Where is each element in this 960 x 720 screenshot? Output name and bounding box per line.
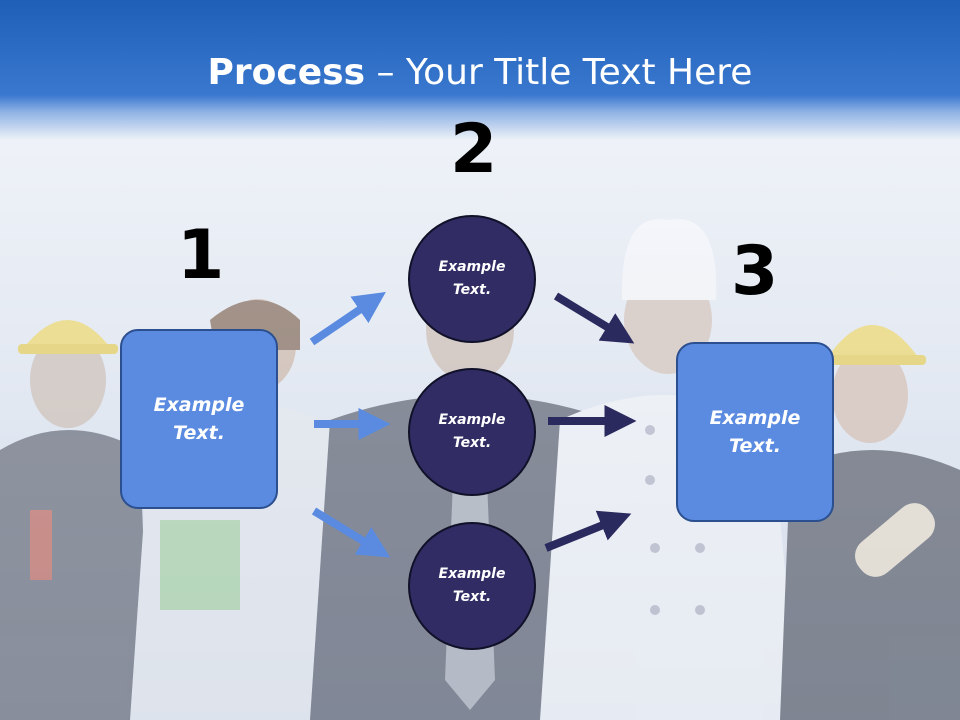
slide-title: Process – Your Title Text Here (0, 52, 960, 93)
step-3-text: Example Text. (709, 406, 801, 458)
title-rest: – Your Title Text Here (365, 52, 753, 93)
circle-middle: Example Text. (408, 368, 536, 496)
arrow-circle-top-to-box3 (553, 292, 635, 344)
step-number-1: 1 (177, 216, 225, 295)
step-1-text: Example Text. (153, 393, 245, 445)
circle-bottom: Example Text. (408, 522, 536, 650)
circle-top: Example Text. (408, 215, 536, 343)
step-number-3: 3 (731, 232, 779, 311)
title-header-bar (0, 0, 960, 140)
step-3-box: Example Text. (676, 342, 834, 522)
circle-bottom-text: Example Text. (438, 565, 506, 605)
arrow-box1-to-circle-bottom (311, 507, 391, 558)
step-number-2: 2 (450, 110, 498, 189)
circle-top-text: Example Text. (438, 258, 506, 298)
arrow-box1-to-circle-top (309, 291, 386, 346)
step-1-box: Example Text. (120, 329, 278, 509)
circle-middle-text: Example Text. (438, 411, 506, 451)
arrow-circle-bottom-to-box3 (544, 510, 632, 552)
title-bold-word: Process (207, 52, 366, 93)
